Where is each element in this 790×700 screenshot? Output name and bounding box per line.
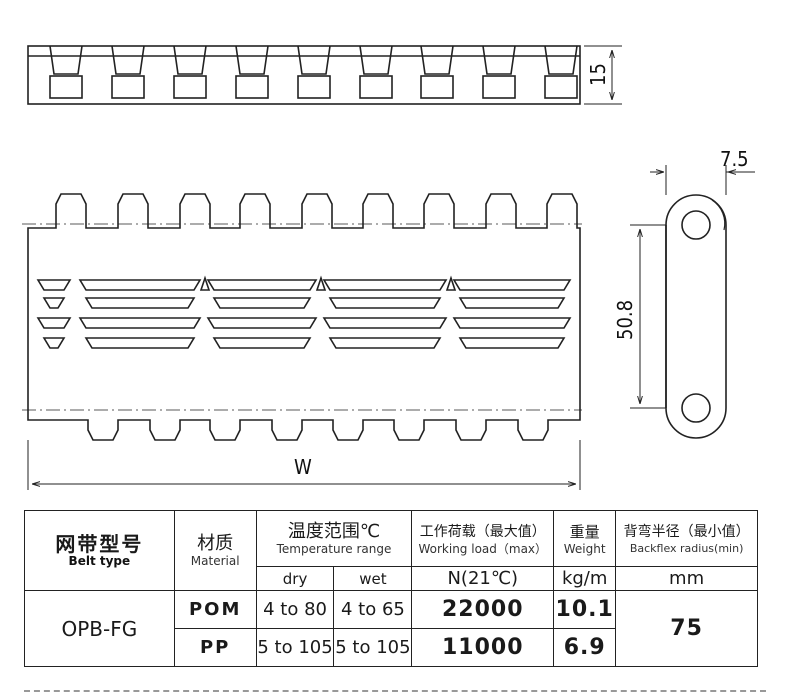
header-weight: 重量 Weight <box>553 510 617 567</box>
unit-weight: kg/m <box>553 566 617 591</box>
side-view <box>27 45 622 105</box>
header-belt-type-zh: 网带型号 <box>55 531 144 556</box>
header-backflex-zh: 背弯半径（最小值） <box>623 523 750 540</box>
table-row: OPB-FG POM 4 to 80 4 to 65 22000 10.1 75 <box>24 590 758 667</box>
wet-value: 5 to 105 <box>333 628 413 667</box>
belt-technical-drawing: 15 W 50.8 7.5 <box>22 45 755 490</box>
spec-table: 网带型号 Belt type 材质 Material 温度范围℃ Tempera… <box>24 510 758 667</box>
dim-pitch-label: 50.8 <box>613 300 637 340</box>
unit-wet: wet <box>333 566 413 591</box>
header-belt-type: 网带型号 Belt type <box>24 510 175 591</box>
backflex-value: 75 <box>615 590 758 667</box>
header-material-zh: 材质 <box>197 532 234 554</box>
header-load: 工作荷载（最大值） Working load（max） <box>411 510 555 567</box>
header-backflex: 背弯半径（最小值） Backflex radius(min) <box>615 510 758 567</box>
top-view <box>22 193 582 490</box>
weight-value: 10.1 <box>553 590 617 629</box>
material-value: PP <box>173 628 257 667</box>
material-value: POM <box>173 590 257 629</box>
unit-backflex: mm <box>615 566 758 591</box>
unit-dry: dry <box>255 566 335 591</box>
header-load-en: Working load（max） <box>418 541 548 556</box>
header-temperature: 温度范围℃ Temperature range <box>255 510 413 567</box>
belt-type-value: OPB-FG <box>24 590 175 667</box>
header-backflex-en: Backflex radius(min) <box>629 541 744 555</box>
dry-value: 4 to 80 <box>255 590 335 629</box>
header-material: 材质 Material <box>173 510 257 591</box>
weight-value: 6.9 <box>553 628 617 667</box>
load-value: 11000 <box>411 628 555 667</box>
wet-value: 4 to 65 <box>333 590 413 629</box>
header-belt-type-en: Belt type <box>68 553 131 568</box>
unit-load: N(21℃) <box>411 566 555 591</box>
table-row: PP 5 to 105 5 to 105 11000 6.9 <box>25 628 758 667</box>
header-temperature-en: Temperature range <box>276 541 392 556</box>
header-load-zh: 工作荷载（最大值） <box>419 523 546 540</box>
dry-value: 5 to 105 <box>255 628 335 667</box>
header-weight-en: Weight <box>563 541 606 556</box>
header-material-en: Material <box>190 553 240 568</box>
dim-width-label: W <box>294 455 312 479</box>
dim-thickness-label: 7.5 <box>720 147 749 171</box>
header-temperature-zh: 温度范围℃ <box>287 520 381 542</box>
dashed-divider <box>24 690 766 692</box>
header-weight-zh: 重量 <box>569 522 600 541</box>
dim-height-label: 15 <box>586 63 610 86</box>
link-profile-view <box>630 165 755 439</box>
load-value: 22000 <box>411 590 555 629</box>
